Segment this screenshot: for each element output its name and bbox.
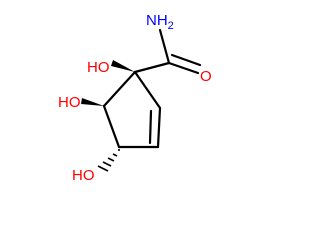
bond-c1-camide: [133, 61, 171, 74]
bond-c4-c5: [156, 106, 162, 149]
hash-bond-c3-oh: [97, 149, 120, 172]
bond-c2-c3: [102, 104, 121, 149]
amine-nitrogen-label: NH2: [146, 12, 174, 32]
carbonyl-oxygen-label: O: [200, 68, 212, 85]
bond-camide-n: [158, 28, 171, 65]
molecule-structure: NH2 O HO HO HO: [58, 12, 212, 184]
bond-c4-c5-double: [148, 109, 153, 145]
wedge-bond-c1-oh: [111, 60, 135, 72]
bond-c5-c1: [133, 70, 162, 110]
hydroxyl-label-c2: HO: [58, 94, 81, 111]
wedge-bond-c2-oh: [81, 98, 104, 106]
hydroxyl-label-c1: HO: [87, 59, 110, 76]
bond-camide-o: [167, 61, 200, 75]
bond-camide-o-double: [170, 53, 202, 67]
bond-c1-c2: [102, 70, 137, 108]
hydroxyl-label-c3: HO: [72, 167, 95, 184]
